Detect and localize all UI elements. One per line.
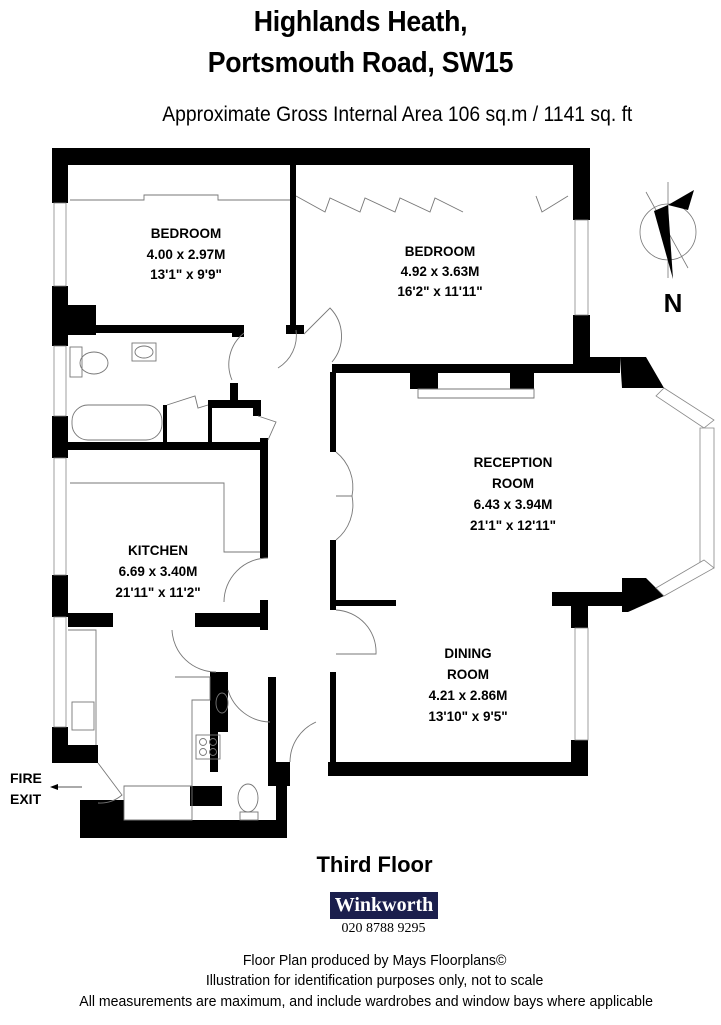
svg-text:ROOM: ROOM	[492, 476, 534, 491]
room-reception: RECEPTION ROOM 6.43 x 3.94M 21'1" x 12'1…	[470, 455, 556, 533]
agent-logo: Winkworth	[330, 892, 438, 919]
svg-text:21'11" x 11'2": 21'11" x 11'2"	[115, 585, 200, 600]
windows	[53, 202, 715, 741]
svg-text:21'1" x 12'11": 21'1" x 12'11"	[470, 518, 556, 533]
svg-text:BEDROOM: BEDROOM	[405, 244, 476, 259]
svg-text:13'1" x 9'9": 13'1" x 9'9"	[150, 267, 222, 282]
gross-internal-area: Approximate Gross Internal Area 106 sq.m…	[162, 103, 633, 126]
svg-text:RECEPTION: RECEPTION	[474, 455, 553, 470]
room-dining: DINING ROOM 4.21 x 2.86M 13'10" x 9'5"	[428, 646, 507, 724]
svg-text:13'10" x 9'5": 13'10" x 9'5"	[428, 709, 507, 724]
svg-text:ROOM: ROOM	[447, 667, 489, 682]
svg-text:DINING: DINING	[444, 646, 491, 661]
arrow-left-icon	[50, 784, 82, 790]
svg-text:16'2" x 11'11": 16'2" x 11'11"	[397, 284, 482, 299]
fire-exit-line2: EXIT	[10, 791, 42, 807]
fire-exit-line1: FIRE	[10, 770, 42, 786]
agent-phone: 020 8788 9295	[341, 921, 426, 936]
floor-name: Third Floor	[316, 852, 433, 877]
svg-text:6.69 x 3.40M: 6.69 x 3.40M	[119, 564, 198, 579]
svg-text:KITCHEN: KITCHEN	[128, 543, 188, 558]
footer-line3: All measurements are maximum, and includ…	[79, 993, 653, 1010]
room-bedroom-1: BEDROOM 4.00 x 2.97M 13'1" x 9'9"	[147, 226, 226, 282]
walls	[52, 148, 664, 838]
fire-exit-label: FIRE EXIT	[10, 768, 42, 810]
svg-text:4.21 x 2.86M: 4.21 x 2.86M	[429, 688, 508, 703]
svg-text:6.43 x 3.94M: 6.43 x 3.94M	[474, 497, 553, 512]
svg-text:4.92 x 3.63M: 4.92 x 3.63M	[401, 264, 480, 279]
property-title-line2: Portsmouth Road, SW15	[207, 47, 514, 79]
svg-text:BEDROOM: BEDROOM	[151, 226, 222, 241]
property-title-line1: Highlands Heath,	[253, 6, 468, 38]
footer-line1: Floor Plan produced by Mays Floorplans©	[242, 952, 507, 969]
north-arrow-icon	[639, 182, 697, 279]
footer-line2: Illustration for identification purposes…	[205, 972, 544, 989]
fixtures	[68, 194, 569, 821]
svg-text:4.00 x 2.97M: 4.00 x 2.97M	[147, 247, 226, 262]
room-bedroom-2: BEDROOM 4.92 x 3.63M 16'2" x 11'11"	[397, 244, 482, 299]
compass-label: N	[664, 288, 683, 318]
room-kitchen: KITCHEN 6.69 x 3.40M 21'11" x 11'2"	[115, 543, 200, 600]
